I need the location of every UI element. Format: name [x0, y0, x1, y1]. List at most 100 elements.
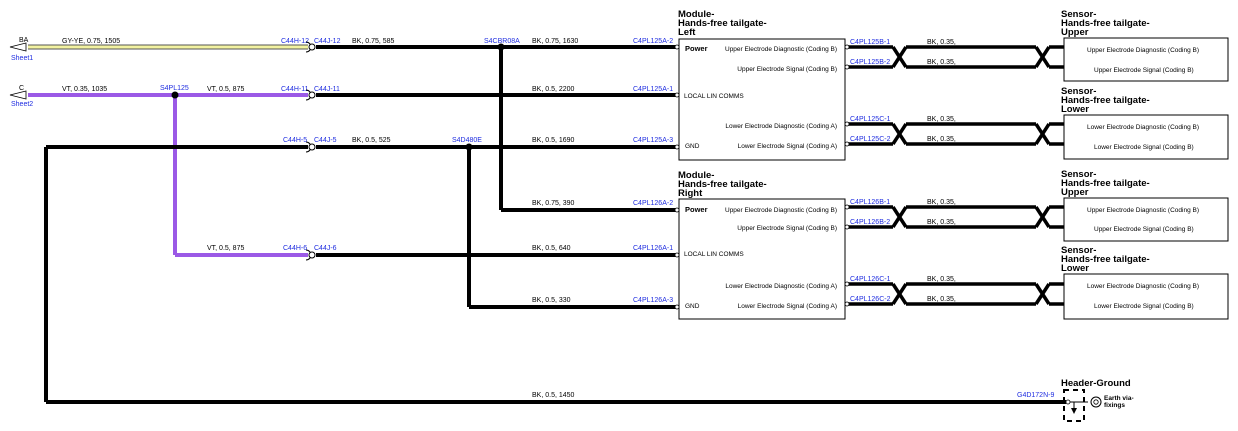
sensor-title-line: Lower — [1061, 104, 1089, 115]
wire-label: GY-YE, 0.75, 1505 — [62, 38, 120, 45]
connector-h-label[interactable]: C44H-12 — [281, 38, 309, 45]
sensor-link-3[interactable]: C4PL126B-1 C4PL126B-2 BK, 0.35, BK, 0.35… — [850, 199, 956, 226]
module-pin-gnd[interactable]: C4PL126A-3 — [633, 297, 673, 304]
splice-dot-icon — [497, 43, 505, 51]
pin-terminal-icon — [1065, 399, 1071, 405]
connector-h-label[interactable]: C44H-11 — [281, 86, 309, 93]
link-wire-bottom: BK, 0.35, — [927, 296, 956, 303]
ground-dashed-box — [1063, 389, 1085, 422]
signal-label: Upper Electrode Diagnostic (Coding B) — [725, 46, 837, 53]
link-pin-bottom[interactable]: C4PL125C-2 — [850, 136, 891, 143]
link-pin-top[interactable]: C4PL125B-1 — [850, 39, 890, 46]
pin-terminal-icon — [844, 301, 850, 307]
offsheet-sheet-link[interactable]: Sheet1 — [11, 55, 33, 62]
sensor-link-1[interactable]: C4PL125B-1 C4PL125B-2 BK, 0.35, BK, 0.35… — [850, 39, 956, 66]
wire-label: BK, 0.5, 1450 — [532, 392, 575, 399]
link-wire-top: BK, 0.35, — [927, 199, 956, 206]
sensor-title-line: Sensor- — [1061, 245, 1096, 256]
link-pin-top[interactable]: C4PL126B-1 — [850, 199, 890, 206]
connector-h-label[interactable]: C44H-5 — [283, 137, 307, 144]
module-pin-power[interactable]: C4PL125A-2 — [633, 38, 673, 45]
pin-terminal-icon — [844, 44, 850, 50]
wire-label: BK, 0.5, 330 — [532, 297, 571, 304]
sensor-link-4[interactable]: C4PL126C-1 C4PL126C-2 BK, 0.35, BK, 0.35… — [850, 276, 956, 303]
inline-connector-row4[interactable]: C44H-6 C44J-6 — [283, 245, 337, 261]
earth-fixing-inner-icon — [1093, 399, 1099, 405]
sensor-link-2[interactable]: C4PL125C-1 C4PL125C-2 BK, 0.35, BK, 0.35… — [850, 116, 956, 143]
module-box — [678, 38, 846, 161]
splice-dot-icon — [171, 91, 179, 99]
splice-label[interactable]: S4CBR08A — [484, 38, 520, 45]
signal-label: Lower Electrode Diagnostic (Coding A) — [725, 283, 837, 290]
twisted-pair-segment — [1034, 46, 1051, 68]
connector-j-label[interactable]: C44J-6 — [314, 245, 337, 252]
earth-label-line: fixings — [1104, 402, 1125, 409]
wire-labels: GY-YE, 0.75, 1505 BK, 0.75, 585 BK, 0.75… — [62, 38, 578, 399]
module-pin-power[interactable]: C4PL126A-2 — [633, 200, 673, 207]
twisted-pair-segment — [1034, 283, 1051, 305]
splice-s4d480e[interactable]: S4D480E — [452, 137, 482, 151]
pin-terminal-icon — [674, 207, 680, 213]
module-title-line: Hands-free tailgate- — [678, 179, 767, 190]
wire-label: VT, 0.35, 1035 — [62, 86, 107, 93]
link-pin-bottom[interactable]: C4PL126B-2 — [850, 219, 890, 226]
offsheet-ba[interactable]: BA Sheet1 — [9, 37, 33, 62]
signal-label: Upper Electrode Signal (Coding B) — [737, 66, 837, 73]
pin-terminal-icon — [674, 252, 680, 258]
wire-label: BK, 0.5, 1690 — [532, 137, 575, 144]
sensor-upper-left[interactable]: Sensor- Hands-free tailgate- Upper Upper… — [1061, 9, 1229, 82]
connector-j-label[interactable]: C44J-11 — [314, 86, 340, 93]
module-left[interactable]: Module- Hands-free tailgate- Left Power … — [633, 9, 846, 161]
connector-h-label[interactable]: C44H-6 — [283, 245, 307, 252]
link-wire-bottom: BK, 0.35, — [927, 136, 956, 143]
connector-j-label[interactable]: C44J-12 — [314, 38, 341, 45]
inline-connector-row2[interactable]: C44H-11 C44J-11 — [281, 86, 340, 101]
module-pin-lin[interactable]: C4PL126A-1 — [633, 245, 673, 252]
module-pin-lin[interactable]: C4PL125A-1 — [633, 86, 673, 93]
pin-terminal-icon — [844, 204, 850, 210]
link-wire-bottom: BK, 0.35, — [927, 219, 956, 226]
sensor-signal-label: Lower Electrode Diagnostic (Coding B) — [1087, 124, 1199, 131]
offsheet-c[interactable]: C Sheet2 — [9, 85, 33, 108]
splice-dot-icon — [465, 143, 473, 151]
module-title-line: Module- — [678, 9, 714, 20]
offsheet-sheet-link[interactable]: Sheet2 — [11, 101, 33, 108]
splice-label[interactable]: S4D480E — [452, 137, 482, 144]
connector-pin-icon — [308, 43, 316, 51]
sensor-signal-label: Upper Electrode Signal (Coding B) — [1094, 67, 1194, 74]
twisted-pair-segment — [1034, 206, 1051, 228]
sensor-box — [1063, 37, 1229, 82]
twisted-pair-segment — [891, 46, 908, 68]
inline-connector-row1[interactable]: C44H-12 C44J-12 — [281, 38, 341, 53]
link-pin-bottom[interactable]: C4PL126C-2 — [850, 296, 891, 303]
link-pin-top[interactable]: C4PL126C-1 — [850, 276, 891, 283]
sensor-signal-label: Lower Electrode Signal (Coding B) — [1094, 144, 1194, 151]
offsheet-pin-label: C — [19, 85, 24, 92]
link-pin-top[interactable]: C4PL125C-1 — [850, 116, 891, 123]
header-ground[interactable]: Header-Ground G4D172N-9 Earth via- fixin… — [1017, 378, 1134, 422]
splice-s4cbr08a[interactable]: S4CBR08A — [484, 38, 520, 51]
offsheet-arrow-icon — [9, 42, 27, 52]
sensor-title-line: Hands-free tailgate- — [1061, 254, 1150, 265]
lin-pin-label: LOCAL LIN COMMS — [684, 251, 744, 258]
connector-j-label[interactable]: C44J-5 — [314, 137, 337, 144]
ground-pin-label[interactable]: G4D172N-9 — [1017, 392, 1054, 399]
module-box — [678, 198, 846, 320]
link-pin-bottom[interactable]: C4PL125B-2 — [850, 59, 890, 66]
inline-connector-row3[interactable]: C44H-5 C44J-5 — [283, 137, 337, 153]
signal-label: Upper Electrode Diagnostic (Coding B) — [725, 207, 837, 214]
module-pin-gnd[interactable]: C4PL125A-3 — [633, 137, 673, 144]
sensor-lower-left[interactable]: Sensor- Hands-free tailgate- Lower Lower… — [1061, 86, 1229, 160]
power-pin-label: Power — [685, 44, 708, 53]
twisted-pair-segment — [1034, 123, 1051, 145]
sensor-box — [1063, 273, 1229, 320]
sensor-lower-right[interactable]: Sensor- Hands-free tailgate- Lower Lower… — [1061, 245, 1229, 320]
signal-label: Lower Electrode Diagnostic (Coding A) — [725, 123, 837, 130]
splice-s4pl125[interactable]: S4PL125 — [160, 85, 189, 99]
wire-label: BK, 0.75, 390 — [532, 200, 575, 207]
module-right[interactable]: Module- Hands-free tailgate- Right Power… — [633, 170, 846, 320]
sensor-upper-right[interactable]: Sensor- Hands-free tailgate- Upper Upper… — [1061, 169, 1229, 242]
module-title-line: Right — [678, 188, 703, 199]
wire-label: VT, 0.5, 875 — [207, 245, 244, 252]
splice-label[interactable]: S4PL125 — [160, 85, 189, 92]
